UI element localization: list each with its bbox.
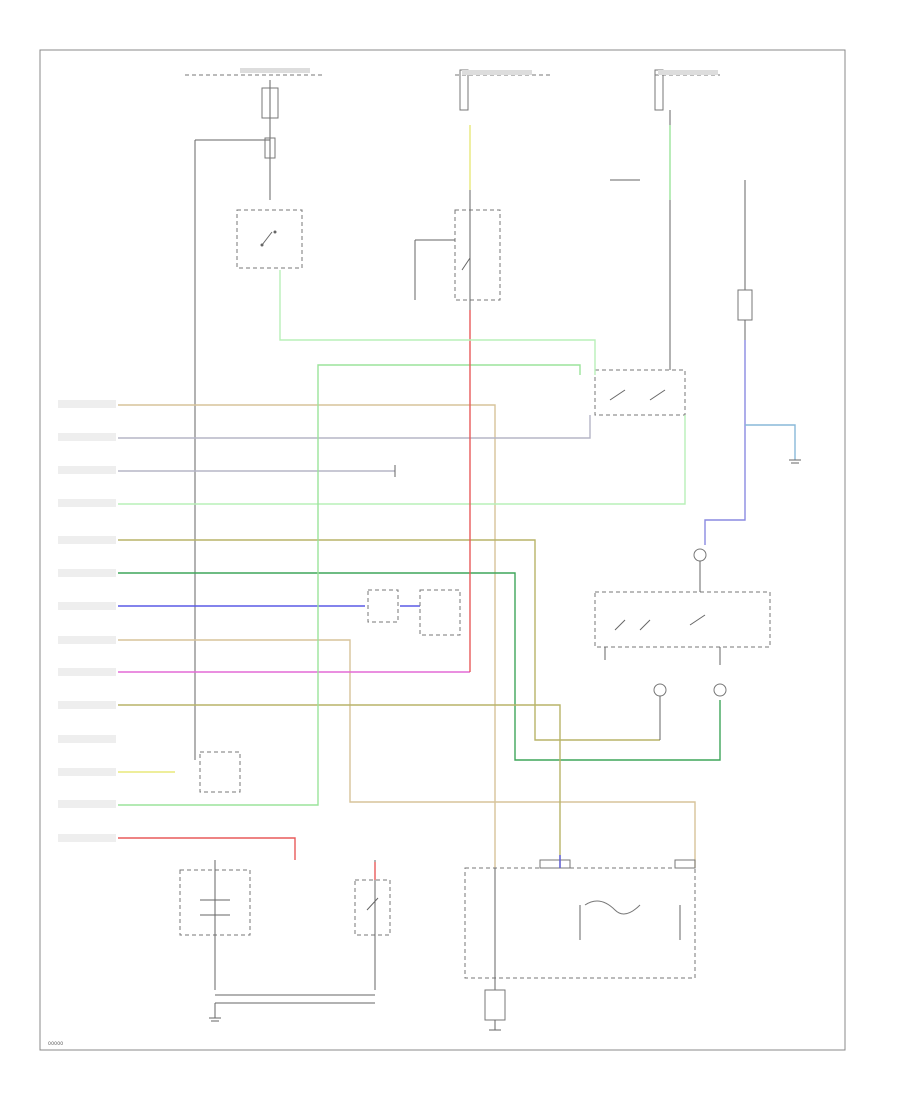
wire-olive-2 xyxy=(118,704,561,868)
wire-green-top xyxy=(279,270,596,375)
indicator-lamps xyxy=(653,683,727,740)
diagram-frame xyxy=(39,49,846,1051)
wire-olive-1 xyxy=(118,539,660,741)
wire-tan-2 xyxy=(118,639,696,868)
bottom-left-switch-1 xyxy=(179,860,251,990)
bottom-left-switch-2 xyxy=(354,860,391,990)
wire-green-2 xyxy=(118,415,686,505)
cruise-actuator xyxy=(464,859,696,1031)
fuse-block-right xyxy=(654,69,720,111)
wire-gray-ground xyxy=(118,465,396,477)
wire-dark-green xyxy=(118,572,721,761)
wire-green-vertical xyxy=(118,364,581,806)
switch-upper-center xyxy=(414,130,501,310)
wire-gray xyxy=(118,415,591,439)
fuse-block-left xyxy=(185,68,325,760)
control-unit-pins xyxy=(58,400,116,842)
wire-tan-1 xyxy=(118,404,496,868)
wire-blue xyxy=(118,589,461,636)
lamp-circuit-right xyxy=(737,180,753,340)
wire-purple-blue xyxy=(704,340,746,545)
bottom-ground-bus xyxy=(209,994,375,1022)
wire-light-blue xyxy=(745,424,801,464)
brake-switch-right xyxy=(594,110,686,416)
figure-code: 00000 xyxy=(48,1041,63,1047)
wire-yellow xyxy=(118,751,241,793)
brake-switch-upper-left xyxy=(236,209,303,269)
cruise-main-switch xyxy=(594,548,771,665)
fuse-block-center xyxy=(455,69,550,111)
wire-red-pink xyxy=(118,837,296,860)
